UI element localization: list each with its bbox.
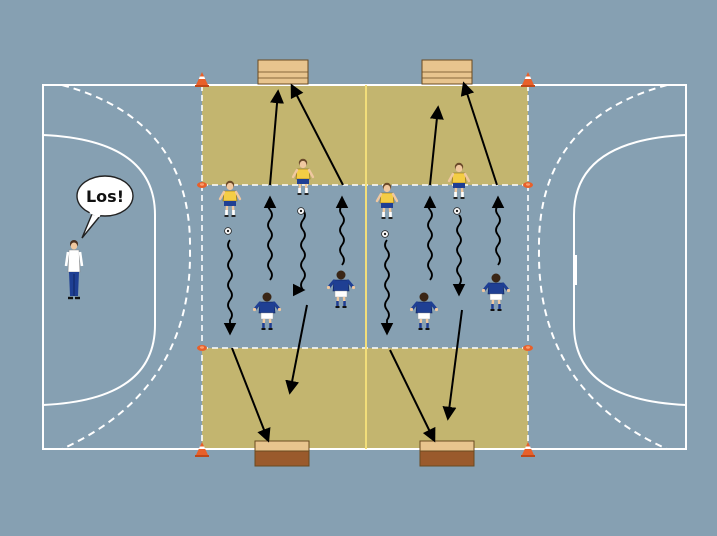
marker-icon: [197, 345, 207, 351]
ball-icon: [381, 230, 389, 238]
court-lines: [42, 84, 687, 450]
ball-icon: [224, 227, 232, 235]
free-throw-lines: [61, 84, 668, 450]
vaulting-box-icon: [257, 59, 309, 85]
vaulting-box-icon: [254, 440, 310, 467]
ball-icon: [453, 207, 461, 215]
run-arrows: [231, 81, 498, 443]
ball-icon: [297, 207, 305, 215]
speech-bubble-text: Los!: [86, 187, 124, 206]
speech-bubble-icon: [76, 175, 134, 239]
dribble-arrows: [223, 195, 505, 336]
vaulting-box-icon: [421, 59, 473, 85]
marker-icon: [197, 182, 207, 188]
vaulting-box-icon: [419, 440, 475, 467]
coach-figure-icon: [64, 240, 84, 300]
marker-icon: [523, 182, 533, 188]
marker-icon: [523, 345, 533, 351]
